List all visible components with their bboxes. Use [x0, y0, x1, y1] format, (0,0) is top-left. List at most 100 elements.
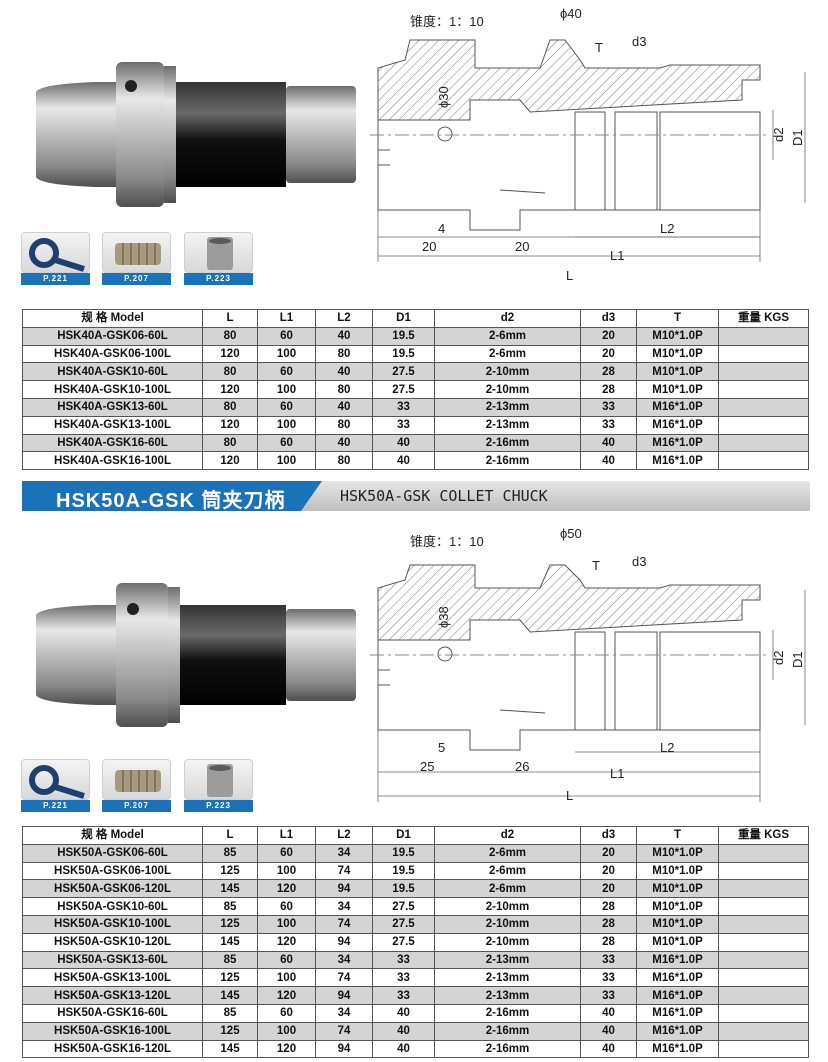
- holder-photo: [36, 583, 356, 727]
- d1-label: D1: [790, 129, 805, 146]
- nut-accessory: P.223: [184, 759, 253, 812]
- cell-weight: [718, 897, 809, 916]
- cell-d1: 40: [372, 451, 435, 471]
- cell-l: 85: [202, 843, 258, 863]
- cell-d3: 28: [580, 932, 637, 952]
- cell-d3: 40: [580, 1039, 637, 1059]
- cell-l2: 80: [315, 344, 373, 364]
- technical-drawing: 锥度：1：10 ϕ40 ϕ30 T d3 d2 D1 4 20 20 L2 L1…: [370, 6, 806, 283]
- col-l2: L2: [315, 309, 373, 328]
- cell-l1: 60: [257, 843, 316, 863]
- phi-top-label: ϕ50: [560, 526, 582, 541]
- cell-d3: 28: [580, 380, 637, 399]
- col-t: T: [636, 309, 719, 328]
- cell-t: M16*1.0P: [636, 1021, 719, 1041]
- dim-l2: L2: [660, 740, 674, 755]
- cell-model: HSK40A-GSK13-60L: [22, 397, 203, 417]
- cell-weight: [718, 861, 809, 881]
- cell-l2: 34: [315, 1003, 373, 1023]
- dim-small: 5: [438, 740, 445, 755]
- col-l2: L2: [315, 826, 373, 845]
- cell-l2: 80: [315, 380, 373, 399]
- cell-l: 80: [202, 433, 258, 453]
- accessory-label: P.223: [184, 800, 253, 812]
- cell-d2: 2-6mm: [434, 326, 581, 346]
- cell-l2: 94: [315, 879, 373, 899]
- cell-d2: 2-16mm: [434, 1021, 581, 1041]
- cell-l: 125: [202, 861, 258, 881]
- cell-model: HSK50A-GSK13-120L: [22, 986, 203, 1005]
- cell-d1: 40: [372, 433, 435, 453]
- cell-t: M10*1.0P: [636, 344, 719, 364]
- wrench-accessory: P.221: [21, 232, 90, 285]
- cell-d2: 2-6mm: [434, 843, 581, 863]
- cell-t: M10*1.0P: [636, 362, 719, 382]
- cell-d3: 33: [580, 968, 637, 988]
- taper-label: 锥度：1：10: [410, 534, 484, 549]
- cell-l1: 120: [257, 1039, 316, 1059]
- cell-d1: 19.5: [372, 861, 435, 881]
- d2-label: d2: [771, 651, 786, 665]
- dim-l: L: [566, 268, 573, 283]
- cell-l1: 60: [257, 433, 316, 453]
- col-l: L: [202, 826, 258, 845]
- cell-d1: 27.5: [372, 932, 435, 952]
- cell-d1: 27.5: [372, 914, 435, 934]
- cell-l1: 100: [257, 914, 316, 934]
- accessory-label: P.207: [102, 273, 171, 285]
- table-header-row: 规 格 Model L L1 L2 D1 d2 d3 T 重量 KGS: [22, 826, 809, 845]
- cell-d3: 33: [580, 986, 637, 1005]
- cell-l1: 100: [257, 380, 316, 399]
- accessory-label: P.221: [21, 800, 90, 812]
- cell-l1: 100: [257, 344, 316, 364]
- cell-t: M16*1.0P: [636, 1039, 719, 1059]
- cell-l: 120: [202, 451, 258, 471]
- cell-l2: 94: [315, 932, 373, 952]
- accessory-label: P.221: [21, 273, 90, 285]
- cell-d1: 33: [372, 415, 435, 435]
- dim-l1: L1: [610, 766, 624, 781]
- cell-d2: 2-10mm: [434, 362, 581, 382]
- cell-d3: 20: [580, 861, 637, 881]
- cell-t: M10*1.0P: [636, 879, 719, 899]
- cell-d2: 2-10mm: [434, 932, 581, 952]
- cell-weight: [718, 362, 809, 382]
- cell-weight: [718, 451, 809, 471]
- cell-weight: [718, 932, 809, 952]
- cell-t: M16*1.0P: [636, 451, 719, 471]
- cell-d2: 2-13mm: [434, 986, 581, 1005]
- cell-t: M16*1.0P: [636, 415, 719, 435]
- cell-t: M10*1.0P: [636, 326, 719, 346]
- cell-d2: 2-13mm: [434, 415, 581, 435]
- dim-l1: L1: [610, 248, 624, 263]
- cell-weight: [718, 397, 809, 417]
- cell-l1: 100: [257, 1021, 316, 1041]
- cell-model: HSK50A-GSK16-120L: [22, 1039, 203, 1059]
- cell-d1: 19.5: [372, 879, 435, 899]
- cell-d3: 20: [580, 344, 637, 364]
- accessory-label: P.207: [102, 800, 171, 812]
- cell-model: HSK40A-GSK16-60L: [22, 433, 203, 453]
- cell-l: 80: [202, 362, 258, 382]
- d3-label: d3: [632, 554, 646, 569]
- cell-d2: 2-16mm: [434, 1039, 581, 1059]
- cell-t: M10*1.0P: [636, 914, 719, 934]
- cell-weight: [718, 1021, 809, 1041]
- collet-accessory: P.207: [102, 232, 171, 285]
- phi-side-label: ϕ30: [436, 86, 451, 108]
- cell-l: 125: [202, 1021, 258, 1041]
- col-d3: d3: [580, 309, 637, 328]
- cell-l: 145: [202, 932, 258, 952]
- cell-l1: 120: [257, 932, 316, 952]
- dim-small: 4: [438, 221, 445, 236]
- cell-weight: [718, 914, 809, 934]
- cell-t: M10*1.0P: [636, 932, 719, 952]
